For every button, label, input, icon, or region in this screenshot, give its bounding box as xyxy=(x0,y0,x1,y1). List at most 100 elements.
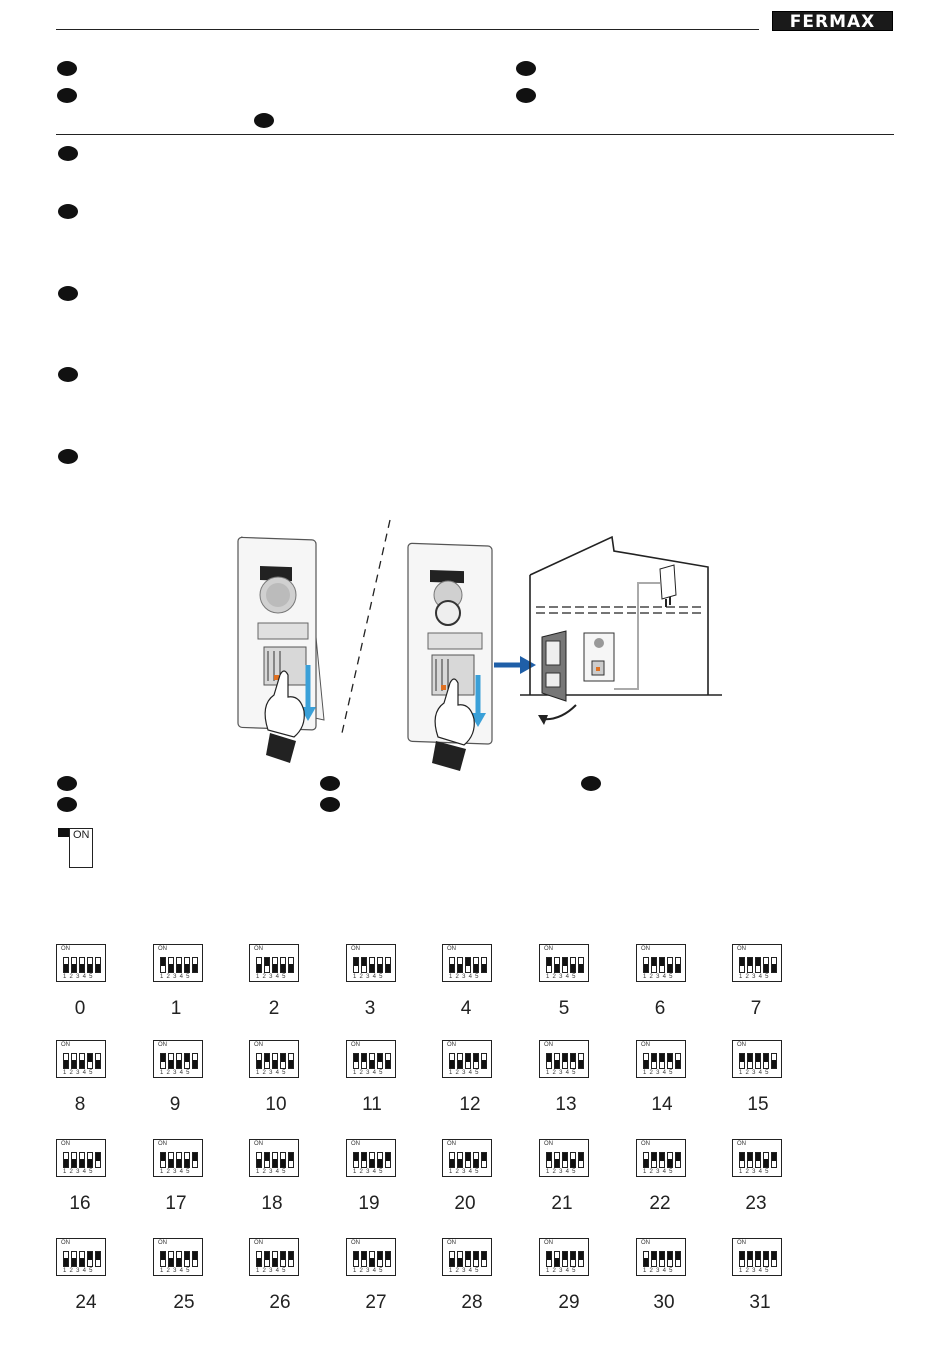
dip-lever-knob xyxy=(177,964,181,972)
dip-lever-4 xyxy=(87,1053,93,1069)
dip-lever-knob xyxy=(466,958,470,966)
dip-lever-4 xyxy=(377,1251,383,1267)
dip-lever-3 xyxy=(176,1152,182,1168)
dip-position-numbers: 12345 xyxy=(63,1268,96,1274)
dip-address-label: 10 xyxy=(265,1094,287,1115)
dip-lever-knob xyxy=(756,1252,760,1260)
dip-position-numbers: 12345 xyxy=(256,1268,289,1274)
dip-on-label: ON xyxy=(158,1141,167,1147)
dip-lever-4 xyxy=(763,1053,769,1069)
dip-lever-knob xyxy=(378,1159,382,1167)
dip-lever-knob xyxy=(676,1153,680,1161)
dip-lever-knob xyxy=(80,964,84,972)
dip-lever-3 xyxy=(176,957,182,973)
dip-lever-knob xyxy=(772,964,776,972)
dip-address-label: 1 xyxy=(170,998,182,1019)
dip-position-numbers: 12345 xyxy=(63,1070,96,1076)
dip-on-label: ON xyxy=(544,1240,553,1246)
dip-position-numbers: 12345 xyxy=(546,1070,579,1076)
dip-lever-5 xyxy=(385,1053,391,1069)
language-bullet-icon xyxy=(516,61,536,76)
dip-on-label: ON xyxy=(447,1042,456,1048)
language-bullet-icon xyxy=(57,88,77,103)
dip-lever-2 xyxy=(168,1251,174,1267)
dip-lever-2 xyxy=(361,957,367,973)
dip-lever-knob xyxy=(281,1252,285,1260)
dip-lever-2 xyxy=(168,1053,174,1069)
dip-address-label: 0 xyxy=(74,998,86,1019)
dip-lever-3 xyxy=(176,1251,182,1267)
dip-lever-4 xyxy=(473,1152,479,1168)
dip-position-numbers: 12345 xyxy=(63,1169,96,1175)
dip-lever-5 xyxy=(192,1152,198,1168)
dip-lever-5 xyxy=(385,1251,391,1267)
dip-on-label: ON xyxy=(544,1042,553,1048)
dip-lever-3 xyxy=(755,1251,761,1267)
dip-lever-knob xyxy=(772,1153,776,1161)
dip-lever-knob xyxy=(668,1159,672,1167)
dip-lever-knob xyxy=(354,958,358,966)
dip-lever-knob xyxy=(281,1159,285,1167)
dip-lever-knob xyxy=(161,1252,165,1260)
dip-lever-knob xyxy=(370,1060,374,1068)
dip-on-label: ON xyxy=(641,1042,650,1048)
dip-lever-knob xyxy=(458,1159,462,1167)
dip-address-label: 20 xyxy=(454,1193,476,1214)
caption-bullet-icon xyxy=(320,797,340,812)
dip-lever-2 xyxy=(457,1251,463,1267)
dip-lever-knob xyxy=(555,1060,559,1068)
dip-lever-3 xyxy=(562,1152,568,1168)
dip-on-label: ON xyxy=(61,1042,70,1048)
dip-lever-3 xyxy=(272,1152,278,1168)
dip-address-label: 4 xyxy=(460,998,472,1019)
dip-on-label: ON xyxy=(641,1240,650,1246)
dip-lever-1 xyxy=(63,1251,69,1267)
dip-on-label: ON xyxy=(641,1141,650,1147)
dip-position-numbers: 12345 xyxy=(643,1169,676,1175)
dip-on-label: ON xyxy=(61,1141,70,1147)
dip-lever-1 xyxy=(449,1251,455,1267)
dip-lever-4 xyxy=(87,1152,93,1168)
dip-lever-2 xyxy=(554,1053,560,1069)
dip-on-label: ON xyxy=(158,946,167,952)
dip-on-label: ON xyxy=(737,1042,746,1048)
dip-lever-knob xyxy=(64,1258,68,1266)
dip-lever-1 xyxy=(256,1152,262,1168)
dip-lever-knob xyxy=(466,1153,470,1161)
dip-lever-2 xyxy=(361,1152,367,1168)
dip-lever-knob xyxy=(764,1252,768,1260)
dip-address-label: 31 xyxy=(749,1292,771,1313)
dip-lever-5 xyxy=(481,957,487,973)
dip-lever-1 xyxy=(160,1053,166,1069)
dip-lever-knob xyxy=(482,1153,486,1161)
dip-lever-knob xyxy=(748,1252,752,1260)
dip-lever-knob xyxy=(652,1252,656,1260)
dip-on-label: ON xyxy=(61,946,70,952)
dip-position-numbers: 12345 xyxy=(256,1169,289,1175)
dip-lever-knob xyxy=(482,1060,486,1068)
dip-address-label: 2 xyxy=(268,998,280,1019)
dip-lever-knob xyxy=(96,964,100,972)
dip-address-label: 30 xyxy=(653,1292,675,1313)
dip-address-label: 26 xyxy=(269,1292,291,1313)
dip-lever-knob xyxy=(764,1159,768,1167)
dip-lever-knob xyxy=(96,1153,100,1161)
dip-position-numbers: 12345 xyxy=(63,974,96,980)
dip-lever-5 xyxy=(481,1251,487,1267)
dip-lever-4 xyxy=(570,1152,576,1168)
dip-on-label: ON xyxy=(447,1240,456,1246)
dip-on-label: ON xyxy=(351,946,360,952)
dip-lever-knob xyxy=(193,964,197,972)
dip-lever-5 xyxy=(95,957,101,973)
dip-lever-1 xyxy=(256,957,262,973)
dip-lever-knob xyxy=(466,1252,470,1260)
dip-lever-2 xyxy=(361,1251,367,1267)
dip-lever-4 xyxy=(473,957,479,973)
